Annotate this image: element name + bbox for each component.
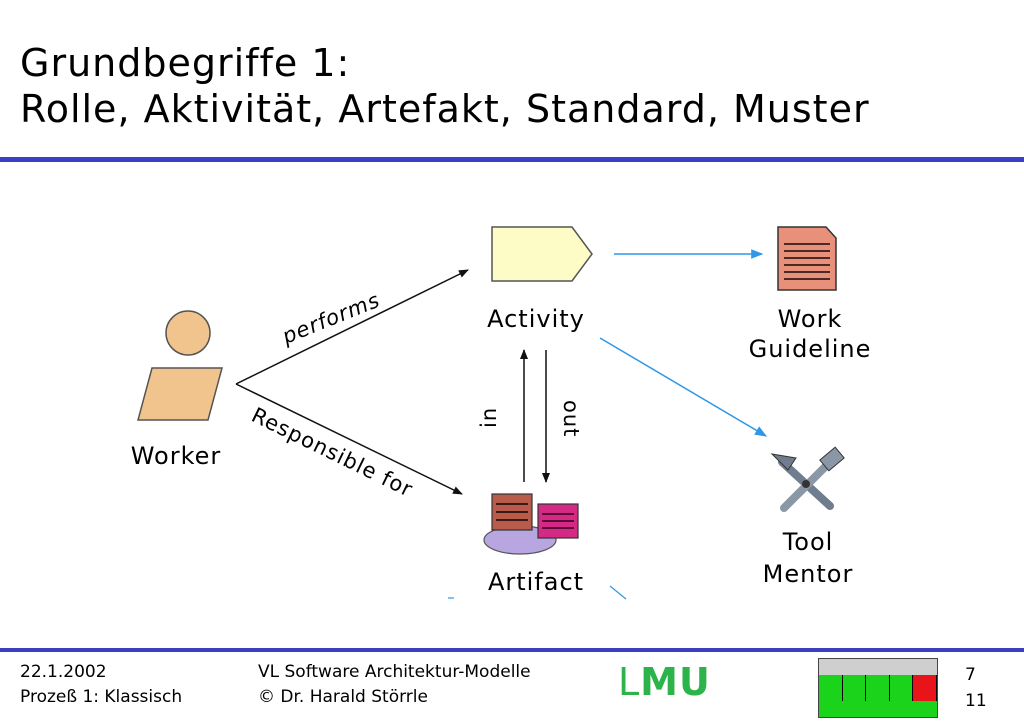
progress-base xyxy=(819,701,937,717)
lmu-logo: LMU xyxy=(618,660,711,704)
page-total: 11 xyxy=(965,691,987,711)
footer-date: 22.1.2002 xyxy=(20,662,107,682)
worker-body xyxy=(137,367,223,421)
title-line-1: Grundbegriffe 1: xyxy=(20,41,351,85)
activity-icon xyxy=(491,226,593,282)
footer-section: Prozeß 1: Klassisch xyxy=(20,687,183,707)
progress-cell xyxy=(866,675,890,701)
footer-course: VL Software Architektur-Modelle xyxy=(258,662,531,682)
artifact-label: Artifact xyxy=(488,568,584,596)
footer-divider xyxy=(0,648,1024,652)
footer-left: 22.1.2002 Prozeß 1: Klassisch xyxy=(20,660,182,710)
worker-label: Worker xyxy=(131,442,222,470)
footer-middle: VL Software Architektur-Modelle © Dr. Ha… xyxy=(258,660,531,710)
process-diagram: Worker Activity Work Guideline Artifact … xyxy=(131,226,872,600)
progress-cell xyxy=(889,675,914,701)
worker-icon xyxy=(137,310,223,421)
progress-cell xyxy=(819,675,843,701)
tool-mentor-label-line-1: Tool xyxy=(782,528,834,556)
page-number: 7 xyxy=(965,665,976,685)
activity-label: Activity xyxy=(487,305,585,333)
edge-fragment-right xyxy=(609,585,627,600)
tool-mentor-arrow xyxy=(599,337,768,437)
tool-icon xyxy=(770,446,845,512)
document-icon xyxy=(777,226,837,291)
title-line-2: Rolle, Aktivität, Artefakt, Standard, Mu… xyxy=(20,87,870,131)
title-divider xyxy=(0,157,1024,162)
progress-indicator xyxy=(818,658,938,718)
progress-cell xyxy=(842,675,867,701)
responsible-for-arrow xyxy=(235,383,463,495)
artifact-icon xyxy=(483,493,579,555)
performs-label: performs xyxy=(278,288,384,349)
footer-author: © Dr. Harald Störrle xyxy=(258,687,428,707)
progress-cell xyxy=(913,675,937,701)
out-label: out xyxy=(559,400,583,437)
responsible-for-label: Responsible for xyxy=(248,403,417,502)
in-label: in xyxy=(477,407,501,428)
work-guideline-label-line-2: Guideline xyxy=(749,335,872,363)
performs-arrow xyxy=(235,269,469,385)
progress-cells xyxy=(819,675,937,701)
worker-head xyxy=(165,310,211,356)
slide-title: Grundbegriffe 1: Rolle, Aktivität, Artef… xyxy=(20,40,1010,132)
tool-mentor-label-line-2: Mentor xyxy=(763,560,854,588)
work-guideline-label-line-1: Work xyxy=(778,305,843,333)
